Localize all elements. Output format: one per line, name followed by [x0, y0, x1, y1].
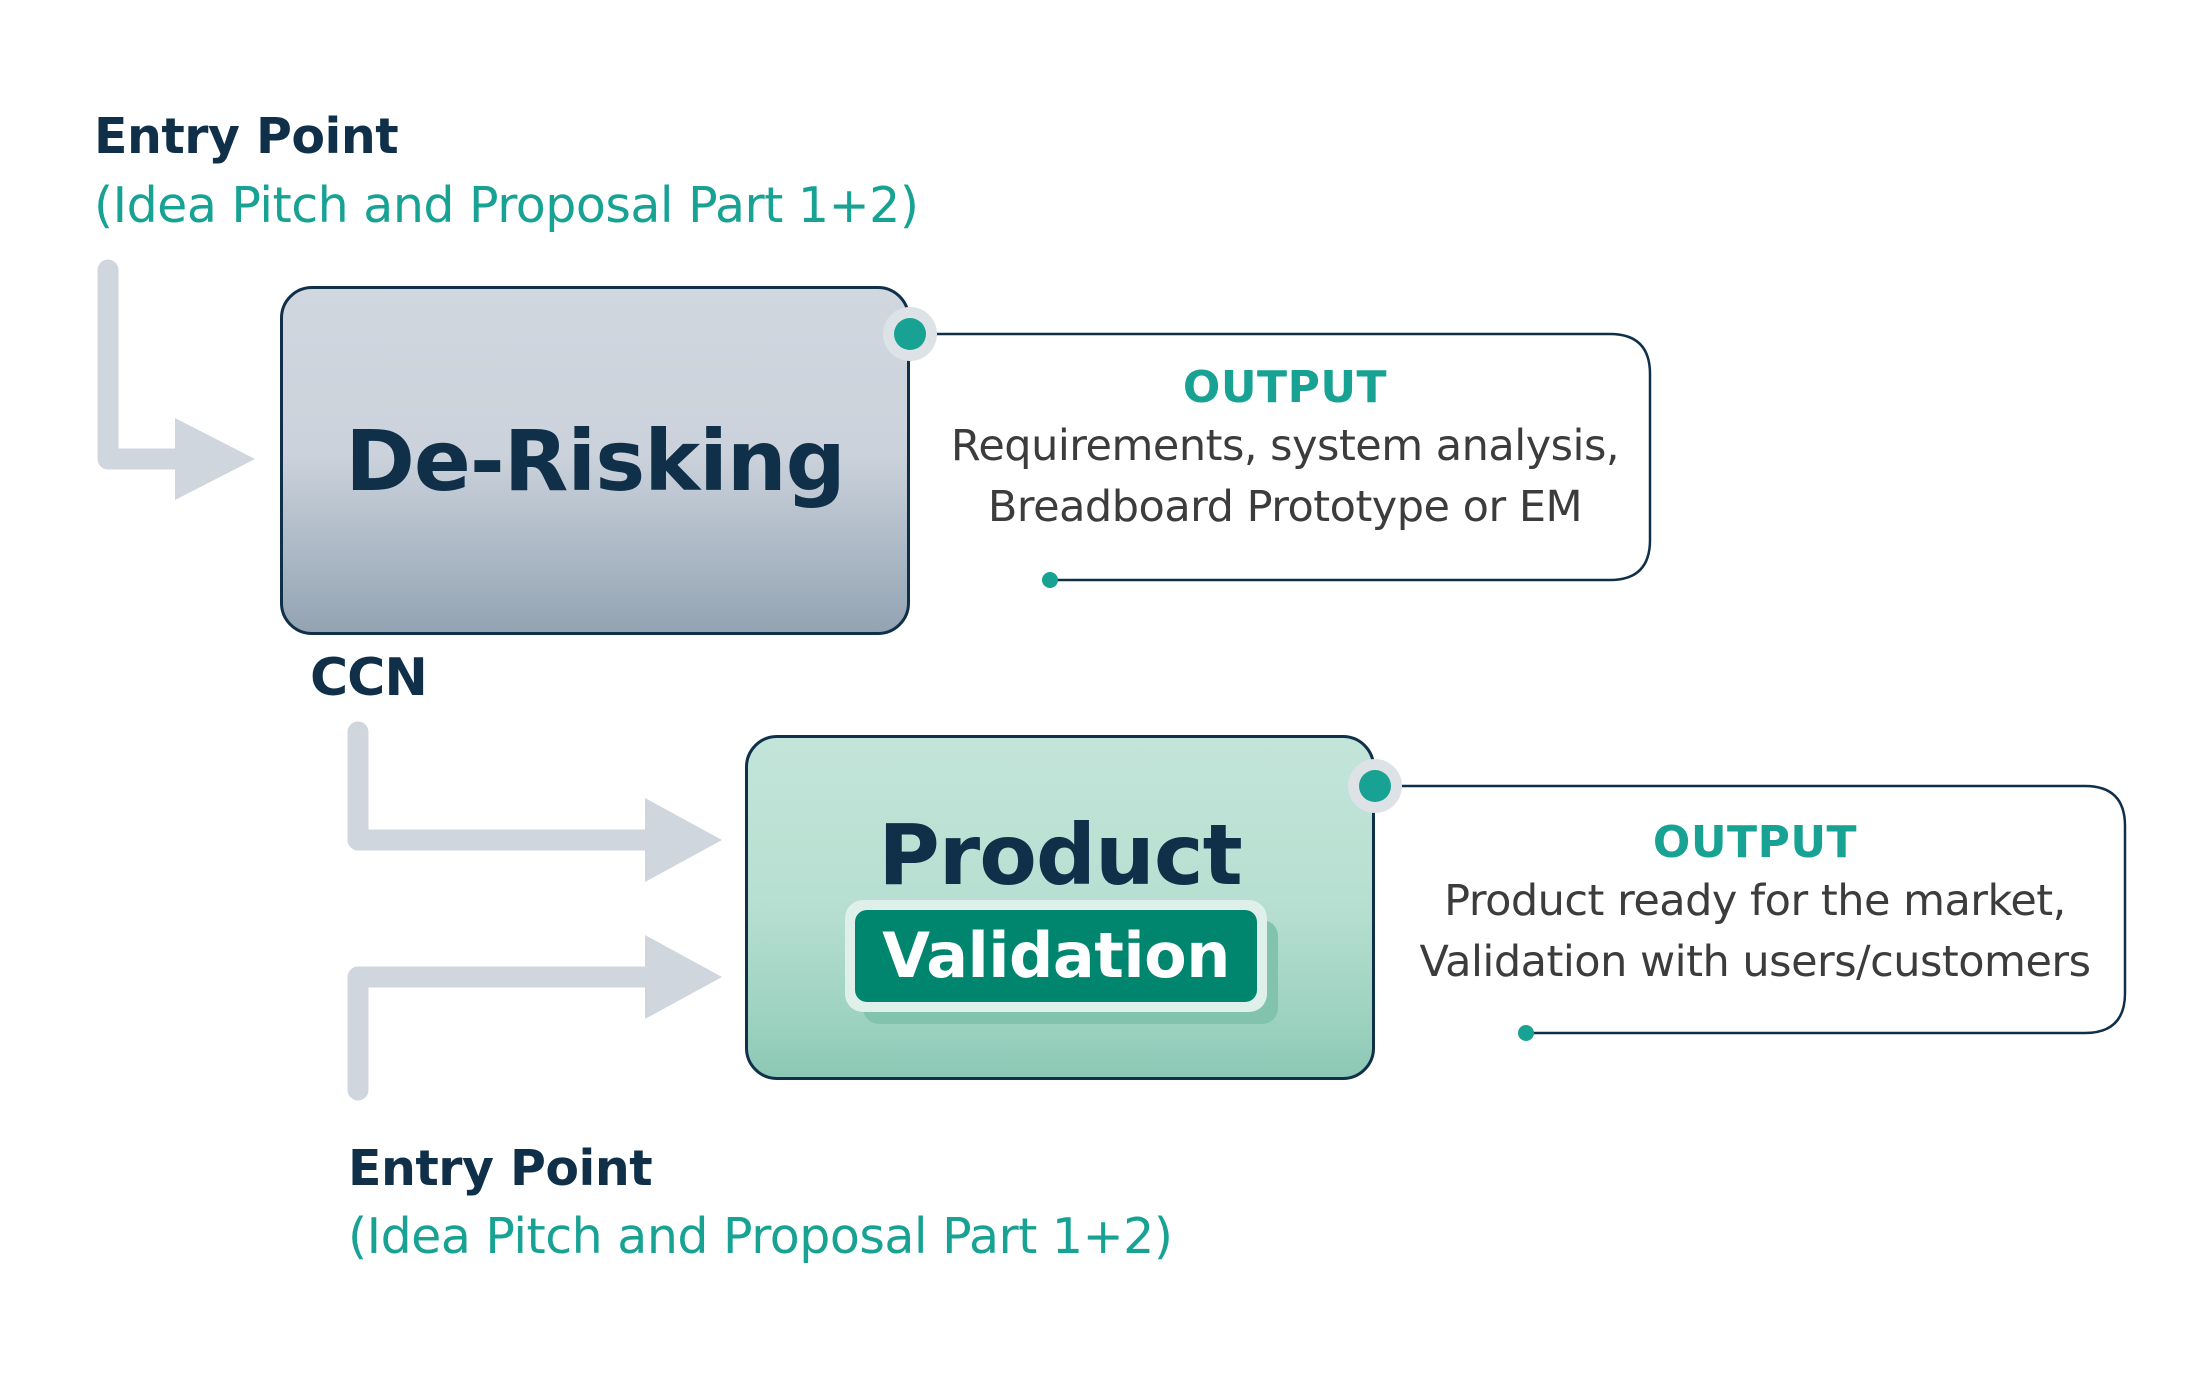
entry-point-subtitle-bottom: (Idea Pitch and Proposal Part 1+2) — [348, 1208, 1173, 1265]
entry-point-subtitle-top: (Idea Pitch and Proposal Part 1+2) — [94, 177, 919, 234]
output-line-2: Breadboard Prototype or EM — [987, 482, 1583, 532]
output-text-derisking: OUTPUT Requirements, system analysis, Br… — [930, 360, 1640, 560]
callout-dot-end — [1518, 1025, 1534, 1041]
output-line-2: Validation with users/customers — [1419, 937, 2091, 987]
entry-arrow-bottom — [347, 935, 722, 1101]
output-text-product: OUTPUT Product ready for the market, Val… — [1400, 815, 2110, 1015]
stage-product-title: Product — [878, 806, 1243, 904]
validation-badge: Validation — [855, 910, 1257, 1002]
ccn-label: CCN — [310, 648, 428, 708]
output-label: OUTPUT — [1652, 817, 1858, 868]
entry-point-title-top: Entry Point — [94, 108, 399, 165]
output-line-1: Requirements, system analysis, — [950, 421, 1620, 471]
output-callout-product — [1375, 784, 2127, 1041]
node-dot-product — [1348, 759, 1402, 813]
node-dot-derisking — [883, 307, 937, 361]
output-line-1: Product ready for the market, — [1444, 876, 2066, 926]
ccn-arrow — [347, 721, 722, 882]
callout-dot-end — [1042, 572, 1058, 588]
stage-derisking: De-Risking — [280, 286, 910, 635]
output-label: OUTPUT — [1182, 362, 1388, 413]
output-callout-derisking — [910, 332, 1652, 588]
stage-derisking-title: De-Risking — [345, 412, 846, 510]
entry-point-title-bottom: Entry Point — [348, 1140, 653, 1197]
entry-arrow-top — [97, 259, 255, 500]
